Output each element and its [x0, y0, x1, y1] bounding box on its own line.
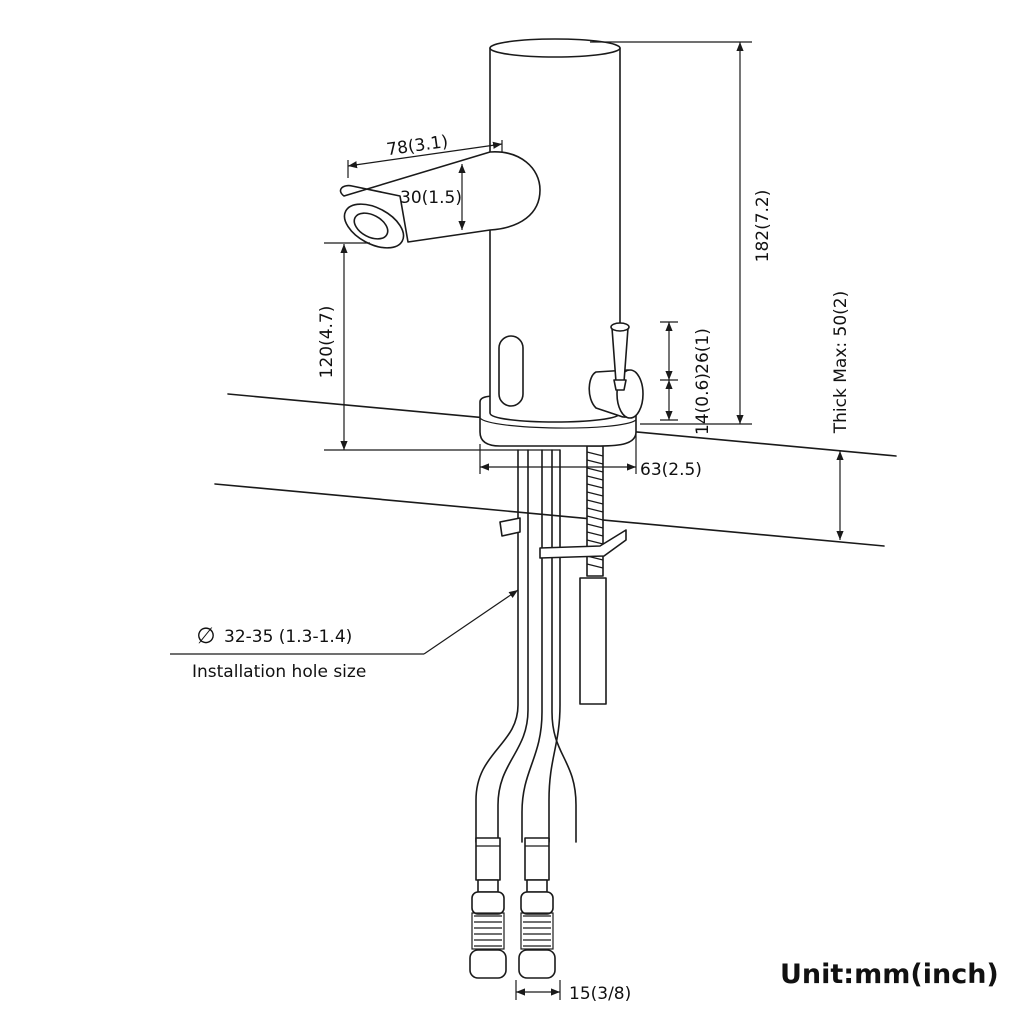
faucet-spout [339, 151, 541, 249]
spout-clearance-label: 120(4.7) [317, 306, 337, 379]
hole-size-label: Installation hole size [192, 662, 366, 682]
handle-height-label: 26(1) [693, 328, 713, 374]
sensor-window [498, 335, 524, 407]
total-height-label: 182(7.2) [753, 190, 773, 263]
supply-hoses [469, 449, 577, 979]
control-lever [588, 322, 644, 419]
dimension-connector: 15(3/8) [515, 980, 631, 1004]
installation-hole-callout: ∅ 32-35 (1.3-1.4) Installation hole size [170, 589, 519, 682]
faucet-body [489, 38, 621, 423]
unit-note: Unit:mm(inch) [780, 959, 999, 990]
base-diameter-label: 63(2.5) [640, 460, 702, 480]
right-hose-connector [518, 837, 556, 979]
hole-size-value: 32-35 (1.3-1.4) [224, 627, 352, 647]
mounting-bracket [499, 517, 627, 559]
deck-thickness-label: Thick Max: 50(2) [831, 291, 851, 434]
dimension-handle: 26(1) 14(0.6) [660, 321, 713, 435]
dimension-spout-height: 30(1.5) [400, 164, 466, 230]
diameter-symbol: ∅ [196, 624, 215, 649]
mounting-rod [579, 445, 607, 705]
handle-offset-label: 14(0.6) [693, 373, 713, 435]
connector-size-label: 15(3/8) [569, 984, 631, 1004]
spout-length-label: 78(3.1) [385, 132, 449, 160]
left-hose-connector [469, 837, 507, 979]
spout-height-label: 30(1.5) [400, 188, 462, 208]
dimension-deck-thickness: Thick Max: 50(2) [831, 291, 851, 540]
dimension-base-diameter: 63(2.5) [479, 434, 702, 480]
dimension-spout-clearance: 120(4.7) [317, 242, 560, 451]
dimension-total-height: 182(7.2) [590, 41, 773, 425]
